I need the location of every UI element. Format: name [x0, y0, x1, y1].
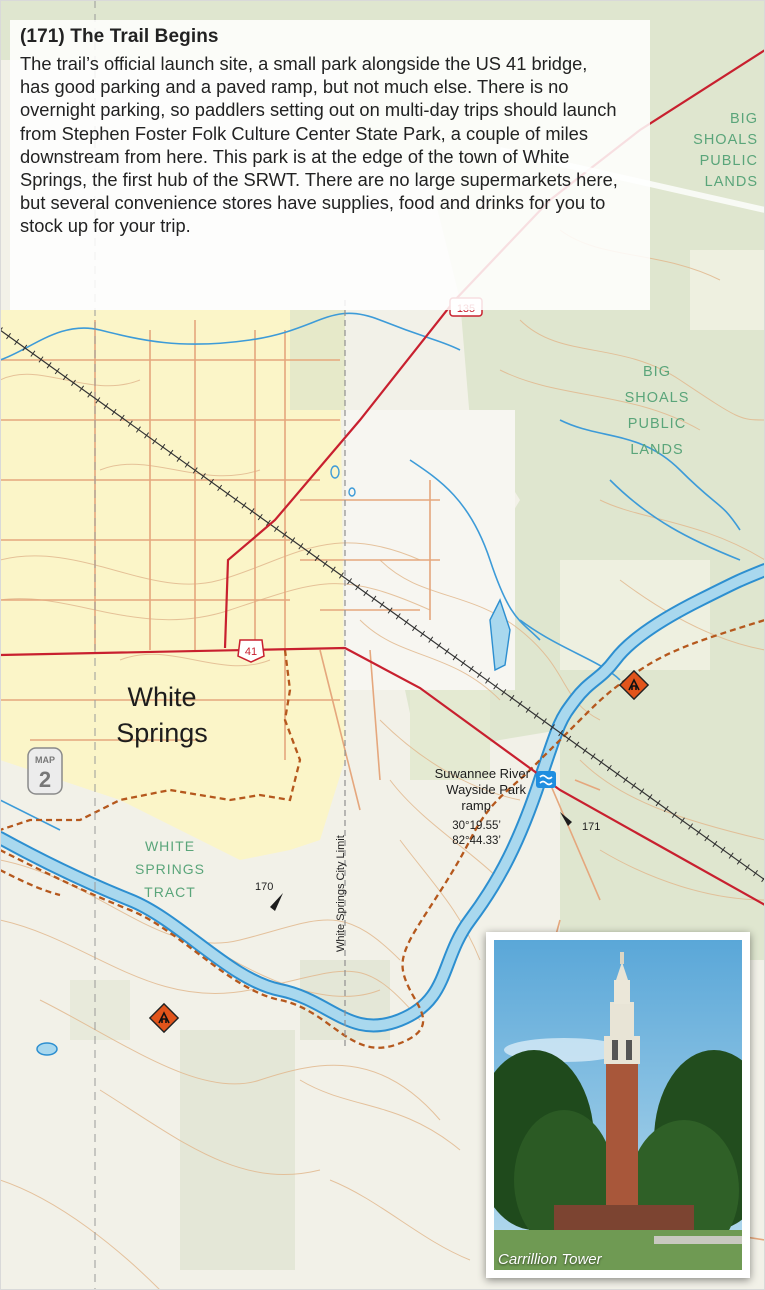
photo-tower-top [616, 962, 628, 980]
photo-inset[interactable]: Carrillion Tower [486, 932, 750, 1278]
photo-tower-shaft [606, 1060, 638, 1220]
forest-parcel [70, 980, 130, 1040]
label-line: LANDS [630, 442, 683, 458]
ramp-label: Suwannee River Wayside Park ramp 30°19.5… [435, 766, 531, 847]
map-badge-word: MAP [35, 755, 55, 765]
local-streets [0, 320, 765, 1241]
photo-illustration [494, 940, 742, 1270]
photo-tower-spire [614, 980, 630, 1004]
campground-icon [148, 1002, 180, 1034]
public-lands-label-top: BIG SHOALS PUBLIC LANDS [693, 111, 758, 190]
railroad [0, 327, 765, 883]
lake [489, 598, 511, 672]
pond [348, 487, 356, 497]
section-heading: (171) The Trail Begins [20, 26, 219, 47]
map-badge-number: 2 [39, 767, 51, 792]
cleared-parcel [560, 560, 710, 670]
town-label-line-1: White [127, 682, 196, 712]
section-body: The trail’s official launch site, a smal… [20, 53, 618, 237]
pond [330, 465, 340, 479]
photo-tower-window [626, 1040, 632, 1060]
label-line: ramp [461, 798, 491, 813]
photo-tower-window [612, 1040, 618, 1060]
label-line: WHITE [145, 838, 195, 854]
public-lands-label-mid: BIG SHOALS PUBLIC LANDS [625, 364, 690, 458]
label-line: TRACT [144, 884, 196, 900]
city-limit-label: White Springs City Limit [335, 835, 347, 952]
town-label-line-2: Springs [116, 718, 208, 748]
label-line: PUBLIC [628, 416, 686, 432]
campground-icon [618, 669, 650, 701]
creeks [0, 312, 741, 831]
white-springs-tract-label: WHITE SPRINGS TRACT [135, 838, 205, 900]
cleared-parcel [690, 250, 765, 330]
carillon-tower-photo: Carrillion Tower [494, 940, 742, 1270]
label-line: PUBLIC [700, 153, 758, 169]
label-line: BIG [643, 364, 671, 380]
label-line: SHOALS [693, 132, 758, 148]
us-41-label: 41 [245, 646, 257, 658]
photo-tower-upper [610, 1002, 634, 1036]
pond [36, 1042, 58, 1056]
suwannee-river [0, 565, 765, 1031]
photo-tower-finial [620, 952, 624, 964]
us-41-shield: 41 [237, 639, 265, 663]
label-line: Suwannee River [435, 766, 531, 781]
label-line: SHOALS [625, 390, 690, 406]
label-line: Wayside Park [446, 782, 526, 797]
coord-line: 82°44.33’ [452, 835, 501, 847]
mile-marker-170: 170 [255, 881, 283, 911]
mile-marker-171: 171 [560, 812, 600, 833]
photo-caption: Carrillion Tower [498, 1251, 602, 1268]
label-line: BIG [730, 111, 758, 127]
mile-label: 170 [255, 881, 273, 893]
town-area [0, 310, 345, 860]
trail-description-panel: (171) The Trail Begins The trail’s offic… [10, 20, 650, 310]
mile-label: 171 [582, 821, 600, 833]
hiking-trail [0, 618, 765, 1049]
map-2-badge: MAP 2 [27, 747, 63, 795]
photo-tower-belfry [604, 1036, 640, 1064]
label-line: LANDS [705, 174, 758, 190]
forest-parcel [180, 1030, 295, 1270]
label-line: SPRINGS [135, 861, 205, 877]
coord-line: 30°19.55’ [452, 820, 501, 832]
photo-path [654, 1236, 742, 1244]
forest-parcel [410, 690, 490, 780]
boat-ramp-icon [536, 771, 556, 788]
